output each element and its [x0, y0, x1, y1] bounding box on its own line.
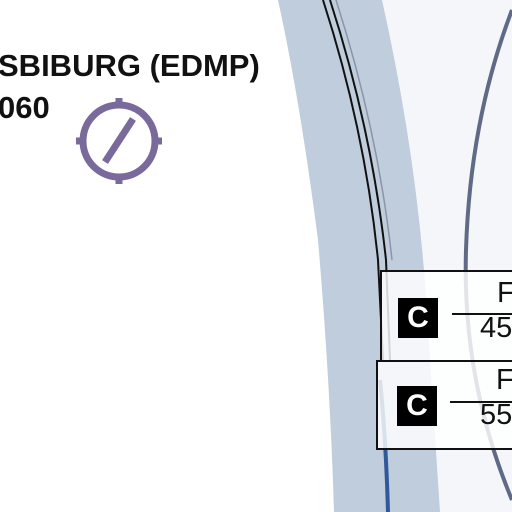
airspace-label-box	[376, 360, 512, 450]
airspace-class-badge: C	[397, 386, 437, 426]
airspace-upper-limit: F	[497, 277, 512, 309]
airspace-lower-limit: 55	[480, 399, 512, 431]
airspace-class-badge: C	[398, 298, 438, 338]
airspace-limit-divider	[452, 313, 512, 315]
airport-elevation: 060	[0, 90, 50, 125]
airport-name: SBIBURG (EDMP)	[0, 48, 260, 83]
airspace-boundary-thin	[335, 0, 393, 261]
airspace-lower-limit: 45	[480, 312, 512, 344]
airspace-boundary-outer	[322, 0, 384, 361]
airspace-limit-divider	[450, 401, 512, 403]
airspace-upper-limit: F	[496, 364, 512, 396]
airport-symbol-icon	[76, 98, 162, 184]
airspace-boundary-inner	[329, 0, 391, 361]
